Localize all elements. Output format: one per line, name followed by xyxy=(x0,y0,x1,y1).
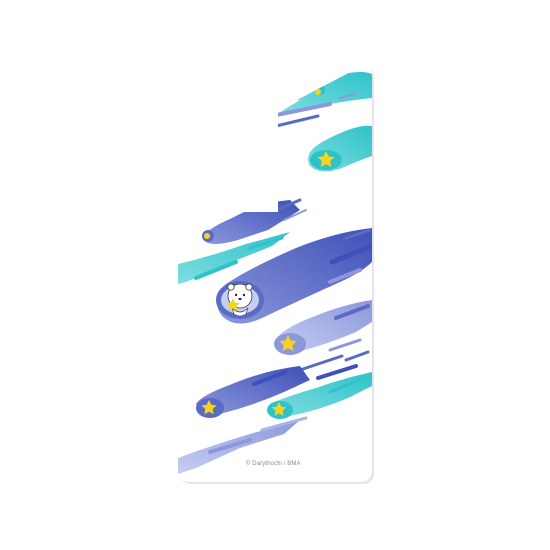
comet-icon xyxy=(196,366,310,418)
comet-icon xyxy=(298,350,370,380)
comet-icon xyxy=(178,232,290,284)
bear-comet xyxy=(216,228,372,324)
star-icon xyxy=(317,151,335,167)
comet-icon xyxy=(267,372,372,419)
polar-bear-icon xyxy=(226,283,253,317)
star-icon xyxy=(271,402,287,416)
star-icon xyxy=(279,335,297,351)
star-icon xyxy=(226,298,240,311)
comet-icon xyxy=(260,72,372,128)
star-icon xyxy=(201,400,217,415)
comet-icon xyxy=(308,125,372,172)
comet-icon xyxy=(178,416,308,474)
copyright-text: © Darythochi / BMA xyxy=(246,461,301,467)
comet-icon xyxy=(274,300,372,355)
